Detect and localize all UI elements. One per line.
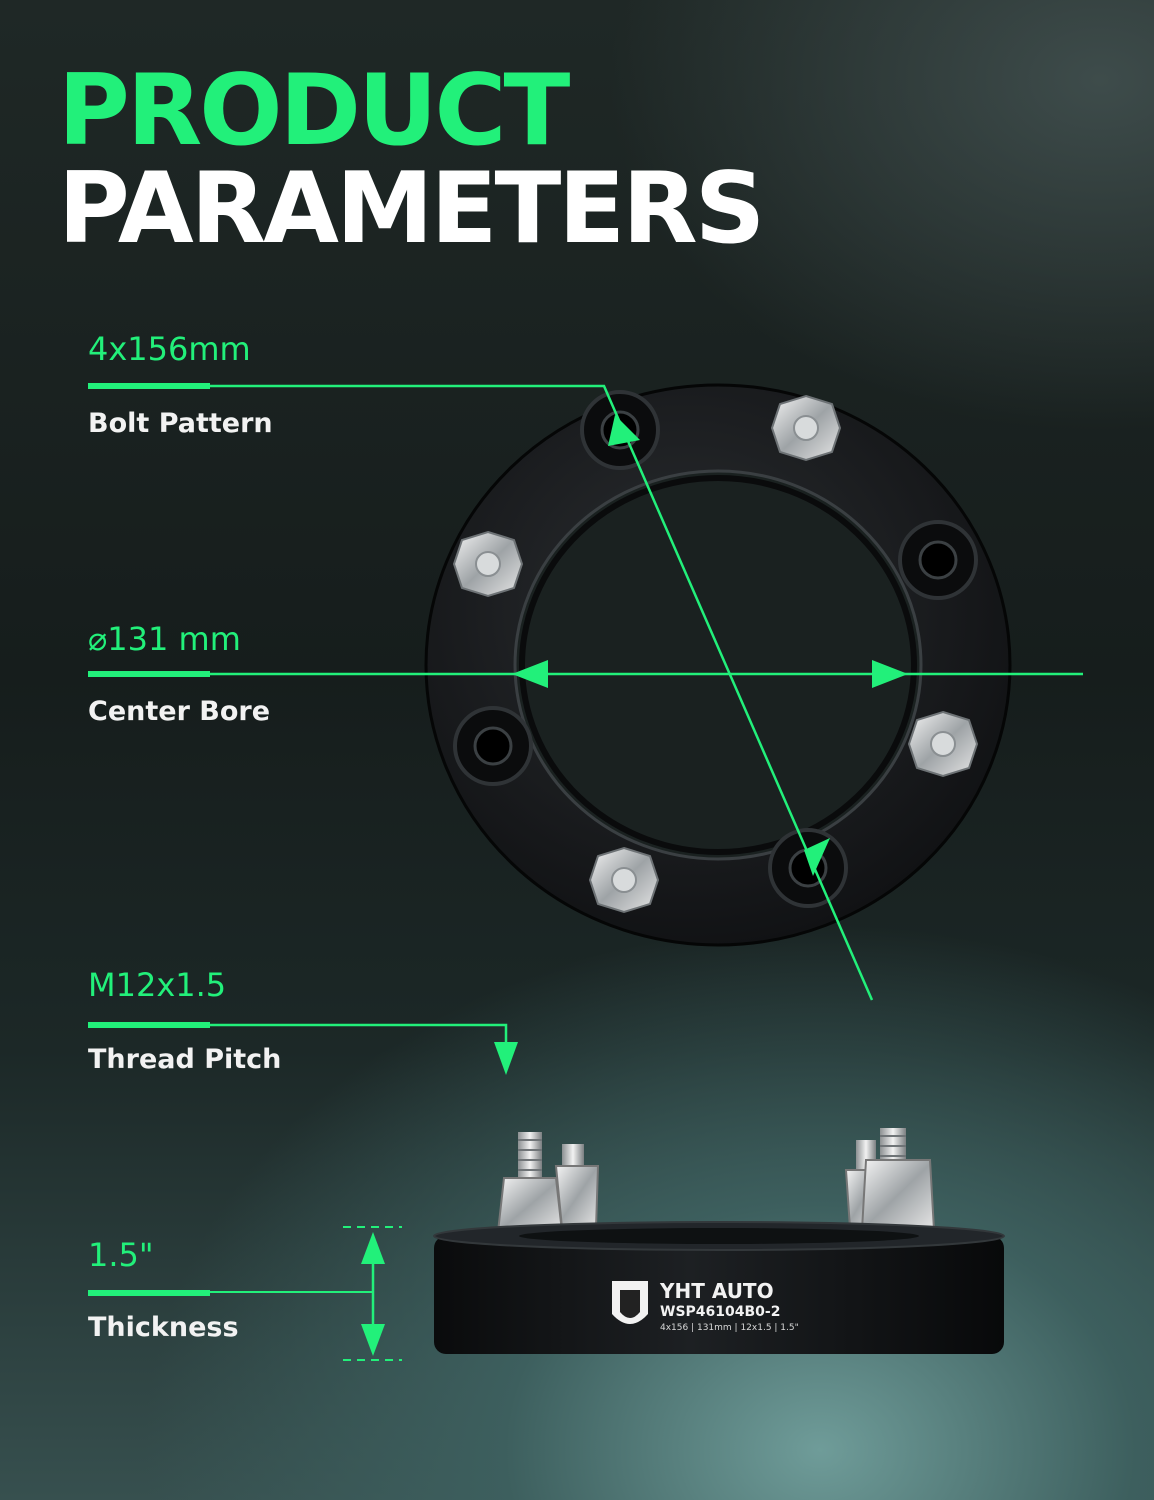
bolt-hole	[453, 706, 533, 786]
lug-nut	[907, 710, 979, 778]
title-line-parameters: PARAMETERS	[58, 152, 765, 266]
center-bore-underline	[88, 671, 210, 677]
thread-pitch-underline	[88, 1022, 210, 1028]
spacer-side-view	[433, 1128, 1005, 1354]
thread-pitch-dimension	[210, 1023, 518, 1075]
center-bore-label: Center Bore	[88, 696, 271, 727]
thickness-label: Thickness	[88, 1312, 239, 1343]
title-line-product: PRODUCT	[58, 54, 570, 168]
thread-pitch-label: Thread Pitch	[88, 1044, 282, 1075]
thread-pitch-value: M12x1.5	[88, 966, 227, 1004]
center-bore-value: ⌀131 mm	[88, 620, 241, 658]
spacer-top-view	[424, 383, 1012, 947]
spec-summary: 4x156 | 131mm | 12x1.5 | 1.5"	[660, 1323, 799, 1333]
bolt-pattern-label: Bolt Pattern	[88, 408, 273, 439]
thickness-underline	[88, 1290, 210, 1296]
bolt-hole	[768, 828, 848, 908]
lug-nut	[452, 530, 524, 598]
bolt-pattern-value: 4x156mm	[88, 330, 251, 368]
lug-nut	[770, 394, 842, 462]
thickness-value: 1.5"	[88, 1236, 154, 1274]
lion-logo-icon	[620, 1290, 640, 1318]
center-bore-dimension	[210, 660, 1083, 688]
bolt-hole	[898, 520, 978, 600]
model-number: WSP46104B0-2	[660, 1304, 780, 1320]
brand-name: YHT AUTO	[659, 1279, 774, 1303]
thickness-dimension	[210, 1226, 402, 1361]
bolt-pattern-dimension	[210, 384, 874, 1001]
bolt-pattern-underline	[88, 383, 210, 389]
lug-nut	[588, 846, 660, 914]
